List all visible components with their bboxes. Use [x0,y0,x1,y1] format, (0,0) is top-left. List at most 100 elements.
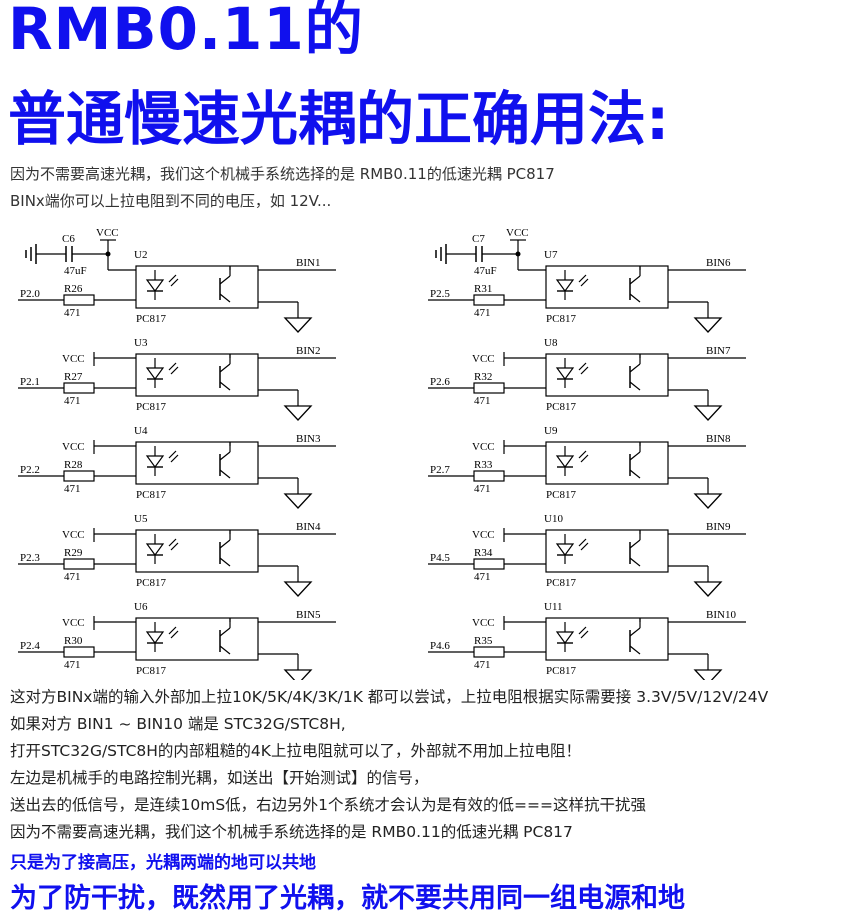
led-icon [555,367,575,381]
capacitor-ref-label: C7 [472,233,485,245]
resistor-icon [473,470,505,482]
resistor-ref-label: R28 [64,459,83,471]
ground-icon [283,486,313,509]
resistor-ref-label: R30 [64,635,83,647]
vcc-label: VCC [96,227,119,239]
page-title-line1: RMB0.11的 [8,0,364,63]
led-icon [145,543,165,557]
ground-icon [693,310,723,333]
part-number-label: PC817 [136,665,166,677]
resistor-value-label: 471 [64,395,81,407]
part-number-label: PC817 [546,489,576,501]
resistor-icon [63,382,95,394]
output-net-label: BIN1 [296,257,320,269]
port-net-label: P2.5 [430,288,450,300]
resistor-ref-label: R31 [474,283,492,295]
vcc-label: VCC [472,353,495,365]
port-net-label: P2.0 [20,288,40,300]
output-net-label: BIN3 [296,433,321,445]
intro-line-2: BINx端你可以上拉电阻到不同的电压，如 12V... [10,192,332,210]
optocoupler-body [545,529,669,573]
led-icon [555,631,575,645]
resistor-ref-label: R26 [64,283,83,295]
unit-label: U10 [544,513,563,525]
vcc-label: VCC [472,441,495,453]
ground-icon [693,574,723,597]
vcc-label: VCC [472,529,495,541]
resistor-icon [473,558,505,570]
resistor-ref-label: R27 [64,371,83,383]
output-net-label: BIN5 [296,609,321,621]
led-icon [145,455,165,469]
ground-icon [283,310,313,333]
part-number-label: PC817 [136,577,166,589]
output-net-label: BIN8 [706,433,731,445]
ground-icon [693,398,723,421]
port-net-label: P4.5 [430,552,450,564]
vcc-label: VCC [62,353,85,365]
unit-label: U2 [134,249,147,261]
resistor-ref-label: R32 [474,371,492,383]
vcc-label: VCC [472,617,495,629]
output-net-label: BIN10 [706,609,736,621]
part-number-label: PC817 [546,313,576,325]
resistor-icon [473,646,505,658]
led-icon [555,455,575,469]
output-net-label: BIN2 [296,345,320,357]
capacitor-value-label: 47uF [64,265,87,277]
output-net-label: BIN4 [296,521,321,533]
intro-line-1: 因为不需要高速光耦，我们这个机械手系统选择的是 RMB0.11的低速光耦 PC8… [10,165,555,183]
port-net-label: P4.6 [430,640,450,652]
ground-icon [693,662,723,680]
output-net-label: BIN7 [706,345,731,357]
capacitor-ref-label: C6 [62,233,75,245]
resistor-value-label: 471 [64,571,81,583]
note-blue-common-ground: 只是为了接高压，光耦两端的地可以共地 [10,853,316,873]
led-icon [145,367,165,381]
unit-label: U7 [544,249,558,261]
port-net-label: P2.6 [430,376,450,388]
note-line-2: 如果对方 BIN1 ~ BIN10 端是 STC32G/STC8H, [10,715,346,733]
resistor-value-label: 471 [474,659,491,671]
note-line-4: 左边是机械手的电路控制光耦，如送出【开始测试】的信号， [10,769,429,787]
part-number-label: PC817 [136,489,166,501]
unit-label: U8 [544,337,558,349]
output-net-label: BIN9 [706,521,731,533]
resistor-icon [63,558,95,570]
note-line-1: 这对方BINx端的输入外部加上拉10K/5K/4K/3K/1K 都可以尝试，上拉… [10,688,769,706]
note-line-6: 因为不需要高速光耦，我们这个机械手系统选择的是 RMB0.11的低速光耦 PC8… [10,823,573,841]
port-net-label: P2.7 [430,464,450,476]
resistor-icon [473,382,505,394]
capacitor-block: C6 47uF VCC [25,227,119,277]
vcc-label: VCC [62,441,85,453]
note-line-5: 送出去的低信号，是连续10mS低，右边另外1个系统才会认为是有效的低===这样抗… [10,796,646,814]
led-icon [145,279,165,293]
unit-label: U5 [134,513,148,525]
vcc-label: VCC [62,617,85,629]
resistor-ref-label: R34 [474,547,493,559]
led-icon [555,279,575,293]
ground-icon [693,486,723,509]
optocoupler-body [545,617,669,661]
optocoupler-body [135,265,259,309]
optocoupler-body [135,353,259,397]
resistor-ref-label: R33 [474,459,493,471]
optocoupler-body [135,441,259,485]
resistor-value-label: 471 [64,307,81,319]
unit-label: U9 [544,425,558,437]
resistor-value-label: 471 [474,307,491,319]
resistor-icon [63,470,95,482]
unit-label: U4 [134,425,148,437]
part-number-label: PC817 [136,313,166,325]
ground-icon [283,398,313,421]
port-net-label: P2.3 [20,552,40,564]
capacitor-value-label: 47uF [474,265,497,277]
resistor-ref-label: R29 [64,547,83,559]
optocoupler-body [135,529,259,573]
